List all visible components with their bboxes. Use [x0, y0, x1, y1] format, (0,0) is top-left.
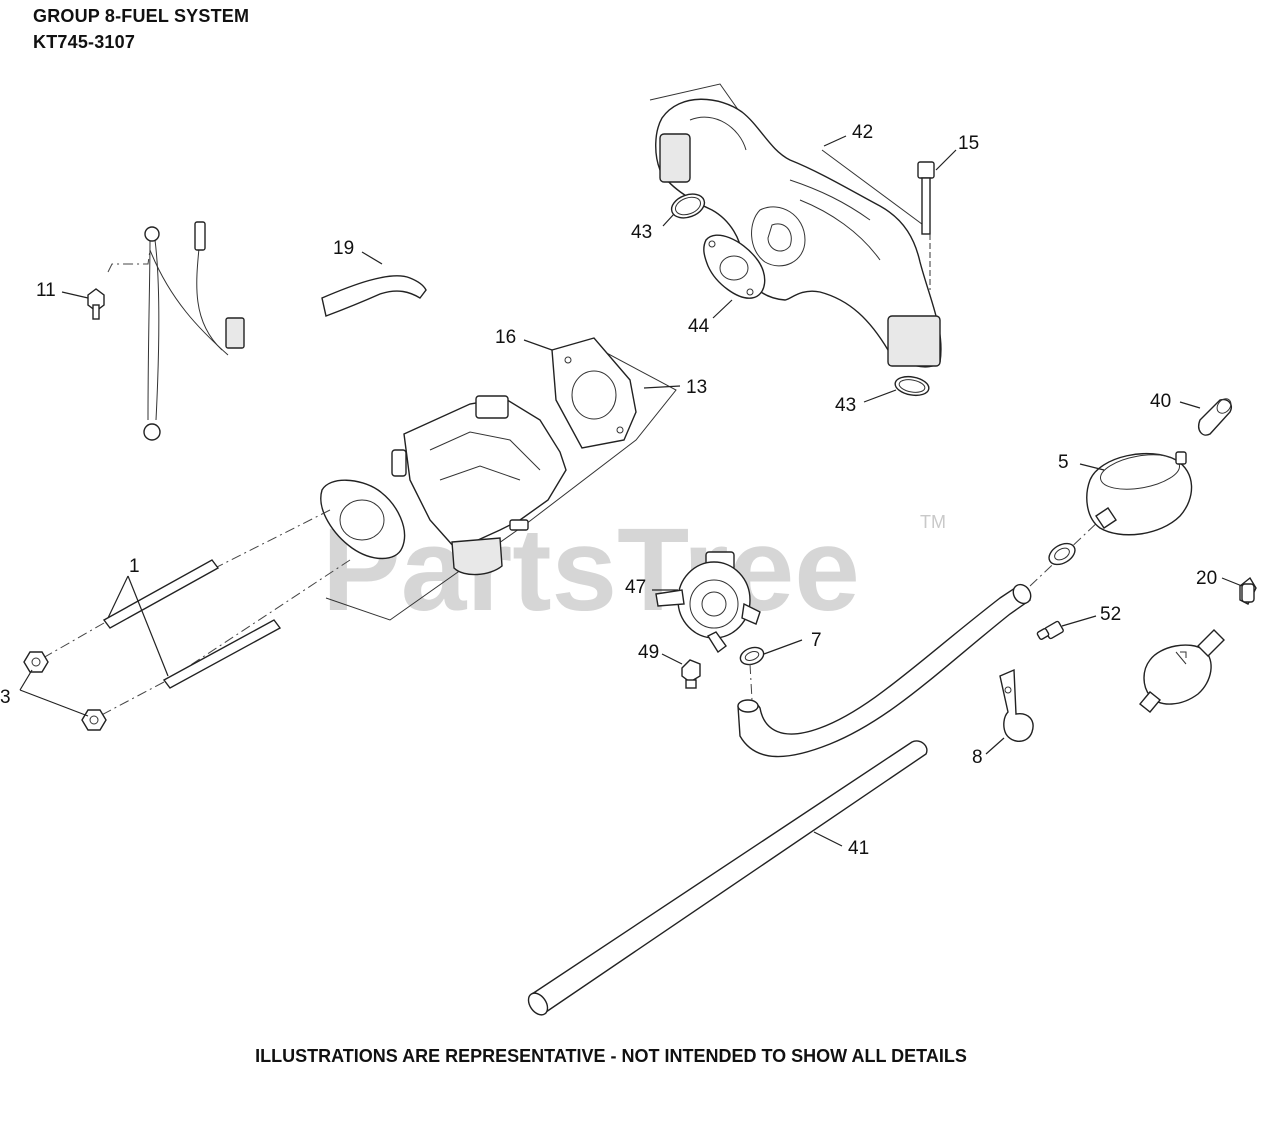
callout-40: 40 [1150, 391, 1171, 412]
wire-harness-part[interactable] [87, 221, 245, 441]
bolt-part[interactable] [917, 161, 935, 290]
diagram-title: GROUP 8-FUEL SYSTEM [33, 6, 250, 26]
fuel-filter-large-part[interactable] [1086, 449, 1193, 536]
callout-7: 7 [811, 630, 822, 651]
watermark-text: PartsTree [322, 504, 860, 636]
callout-43-lower: 43 [835, 395, 856, 416]
watermark-trademark: TM [920, 512, 946, 532]
hose-piece-part[interactable] [1239, 576, 1257, 605]
screw-part[interactable] [681, 659, 701, 689]
callout-42: 42 [852, 122, 873, 143]
nut-upper-part[interactable] [23, 651, 49, 673]
fuel-pump-part[interactable] [655, 551, 761, 654]
fuel-filter-small-part[interactable] [1139, 629, 1225, 713]
short-hose-part[interactable] [1198, 396, 1234, 436]
callout-8: 8 [972, 747, 983, 768]
callout-19: 19 [333, 238, 354, 259]
nut-lower-part[interactable] [81, 709, 107, 731]
o-ring-upper-part[interactable] [668, 190, 707, 222]
callout-20: 20 [1196, 568, 1217, 589]
intake-manifold-part[interactable] [649, 83, 942, 368]
stud-upper-part[interactable] [102, 559, 220, 629]
callout-41: 41 [848, 838, 869, 859]
callout-5: 5 [1058, 452, 1069, 473]
stud-lower-part[interactable] [162, 619, 282, 689]
disclaimer-note: ILLUSTRATIONS ARE REPRESENTATIVE - NOT I… [255, 1046, 967, 1066]
callout-3: 3 [0, 687, 11, 708]
long-fuel-line-part[interactable] [525, 740, 928, 1018]
callout-1: 1 [129, 556, 140, 577]
hose-clamp-large-part[interactable] [1045, 539, 1078, 569]
callout-16: 16 [495, 327, 516, 348]
callout-43-upper: 43 [631, 222, 652, 243]
carburetor-part[interactable] [320, 395, 567, 576]
fuel-line-part[interactable] [737, 581, 1034, 758]
callout-15: 15 [958, 133, 979, 154]
hose-part[interactable] [321, 275, 427, 317]
callout-44: 44 [688, 316, 710, 337]
callout-49: 49 [638, 642, 659, 663]
fitting-part[interactable] [1036, 620, 1064, 640]
o-ring-lower-part[interactable] [894, 374, 931, 398]
model-number: KT745-3107 [33, 32, 136, 52]
leader-lines [19, 135, 1243, 847]
hose-clamp-small-part[interactable] [738, 644, 766, 667]
callout-47: 47 [625, 577, 646, 598]
carburetor-gasket-part[interactable] [551, 337, 637, 449]
callout-11: 11 [36, 280, 56, 301]
manifold-gasket-part[interactable] [703, 234, 766, 299]
bracket-clip-part[interactable] [999, 668, 1034, 742]
callout-13: 13 [686, 377, 707, 398]
callout-52: 52 [1100, 604, 1121, 625]
